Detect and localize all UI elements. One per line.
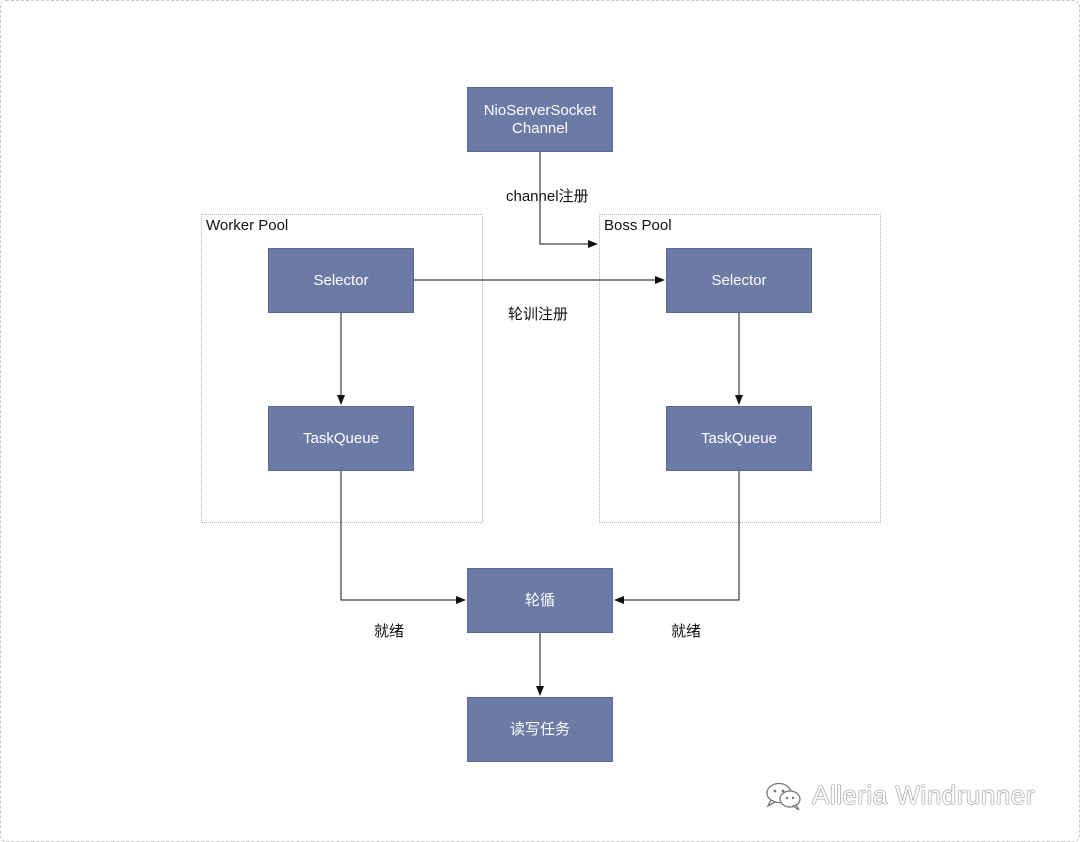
watermark: Alleria Windrunner bbox=[764, 780, 1035, 811]
poll-register-label: 轮训注册 bbox=[508, 306, 569, 323]
boss-pool: Boss Pool bbox=[599, 214, 881, 523]
worker-taskqueue-node: TaskQueue bbox=[268, 406, 414, 471]
boss-taskqueue-node: TaskQueue bbox=[666, 406, 812, 471]
edge-boss-taskqueue-to-loop bbox=[614, 471, 740, 604]
wechat-icon bbox=[766, 782, 801, 811]
ready-right-label: 就绪 bbox=[671, 623, 702, 640]
worker-selector-node: Selector bbox=[268, 248, 414, 313]
rw-task-node: 读写任务 bbox=[467, 697, 613, 762]
ready-left-label: 就绪 bbox=[374, 623, 405, 640]
watermark-text: Alleria Windrunner bbox=[812, 780, 1035, 810]
nio-server-socket-channel-node: NioServerSocket Channel bbox=[467, 87, 613, 152]
boss-pool-title: Boss Pool bbox=[604, 217, 672, 234]
edge-channel-to-boss bbox=[539, 152, 598, 248]
worker-pool: Worker Pool bbox=[201, 214, 483, 523]
loop-node: 轮循 bbox=[467, 568, 613, 633]
worker-pool-title: Worker Pool bbox=[206, 217, 289, 234]
boss-selector-node: Selector bbox=[666, 248, 812, 313]
edge-worker-taskqueue-to-loop bbox=[340, 471, 466, 604]
channel-register-label: channel注册 bbox=[506, 188, 589, 205]
